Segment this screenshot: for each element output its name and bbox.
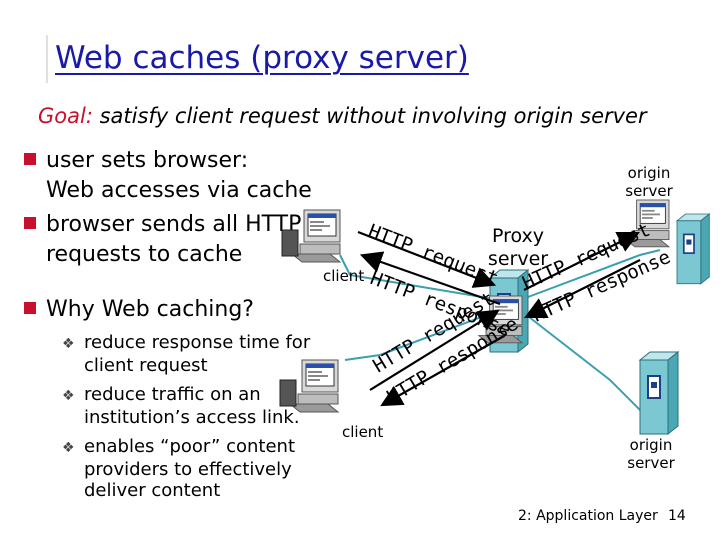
bullet-why-caching: Why Web caching? bbox=[24, 295, 254, 325]
bullet-square-icon bbox=[24, 217, 36, 229]
arrow-client1-request bbox=[357, 230, 497, 288]
arrow-client2-response bbox=[380, 335, 505, 407]
client-computer-top bbox=[281, 209, 341, 263]
bullet-line: Web accesses via cache bbox=[46, 178, 312, 203]
sub-line: client request bbox=[84, 355, 208, 376]
footer-chapter: 2: Application Layer bbox=[518, 508, 658, 524]
title-frame bbox=[46, 35, 508, 83]
proxy-label-line2: server bbox=[487, 248, 549, 270]
client-computer-bottom bbox=[279, 359, 339, 413]
bullet-line: Why Web caching? bbox=[46, 297, 254, 322]
bullet-browser-sends: browser sends all HTTP requests to cache bbox=[24, 210, 301, 270]
sub-line: reduce response time for bbox=[84, 332, 311, 353]
bullet-square-icon bbox=[24, 153, 36, 165]
origin-bottom-label-line2: server bbox=[627, 454, 675, 472]
sub-line: providers to effectively bbox=[84, 459, 292, 480]
bullet-square-icon bbox=[24, 302, 36, 314]
network-cables bbox=[339, 249, 661, 411]
arrow-client1-response bbox=[359, 251, 501, 306]
proxy-label-line1: Proxy bbox=[491, 225, 545, 247]
arrow-proxy-request bbox=[523, 232, 640, 291]
arrow-client2-request bbox=[369, 309, 500, 391]
sub-line: enables “poor” content bbox=[84, 436, 296, 457]
sub-bullet-poor-providers: ❖ enables “poor” content providers to eff… bbox=[62, 436, 295, 501]
client-top-label: client bbox=[323, 267, 365, 285]
client-bottom-label: client bbox=[342, 423, 384, 441]
bullet-browser-settings: user sets browser: Web accesses via cach… bbox=[24, 146, 312, 206]
origin-top-label-line1: origin bbox=[627, 164, 671, 182]
diamond-bullet-icon: ❖ bbox=[62, 388, 75, 404]
sub-bullet-traffic: ❖ reduce traffic on an institution’s acce… bbox=[62, 384, 300, 428]
sub-line: deliver content bbox=[84, 480, 221, 501]
diamond-bullet-icon: ❖ bbox=[62, 440, 75, 456]
footer-page-number: 14 bbox=[668, 508, 686, 524]
slide-title: Web caches (proxy server) bbox=[55, 40, 469, 76]
bullet-line: requests to cache bbox=[46, 242, 243, 267]
bullet-line: browser sends all HTTP bbox=[46, 212, 302, 237]
sub-line: reduce traffic on an bbox=[84, 384, 261, 405]
arrow-origin-response bbox=[524, 259, 641, 318]
goal-text: satisfy client request without involving… bbox=[92, 104, 647, 128]
sub-bullet-response-time: ❖ reduce response time for client request bbox=[62, 332, 310, 376]
diamond-bullet-icon: ❖ bbox=[62, 336, 75, 352]
goal-line: Goal: satisfy client request without inv… bbox=[38, 104, 647, 128]
origin-server-bottom-icon bbox=[639, 351, 679, 435]
origin-top-label-line2: server bbox=[625, 182, 673, 200]
sub-line: institution’s access link. bbox=[84, 407, 300, 428]
origin-bottom-label-line1: origin bbox=[629, 436, 673, 454]
goal-label: Goal: bbox=[38, 104, 93, 128]
bullet-line: user sets browser: bbox=[46, 148, 249, 173]
